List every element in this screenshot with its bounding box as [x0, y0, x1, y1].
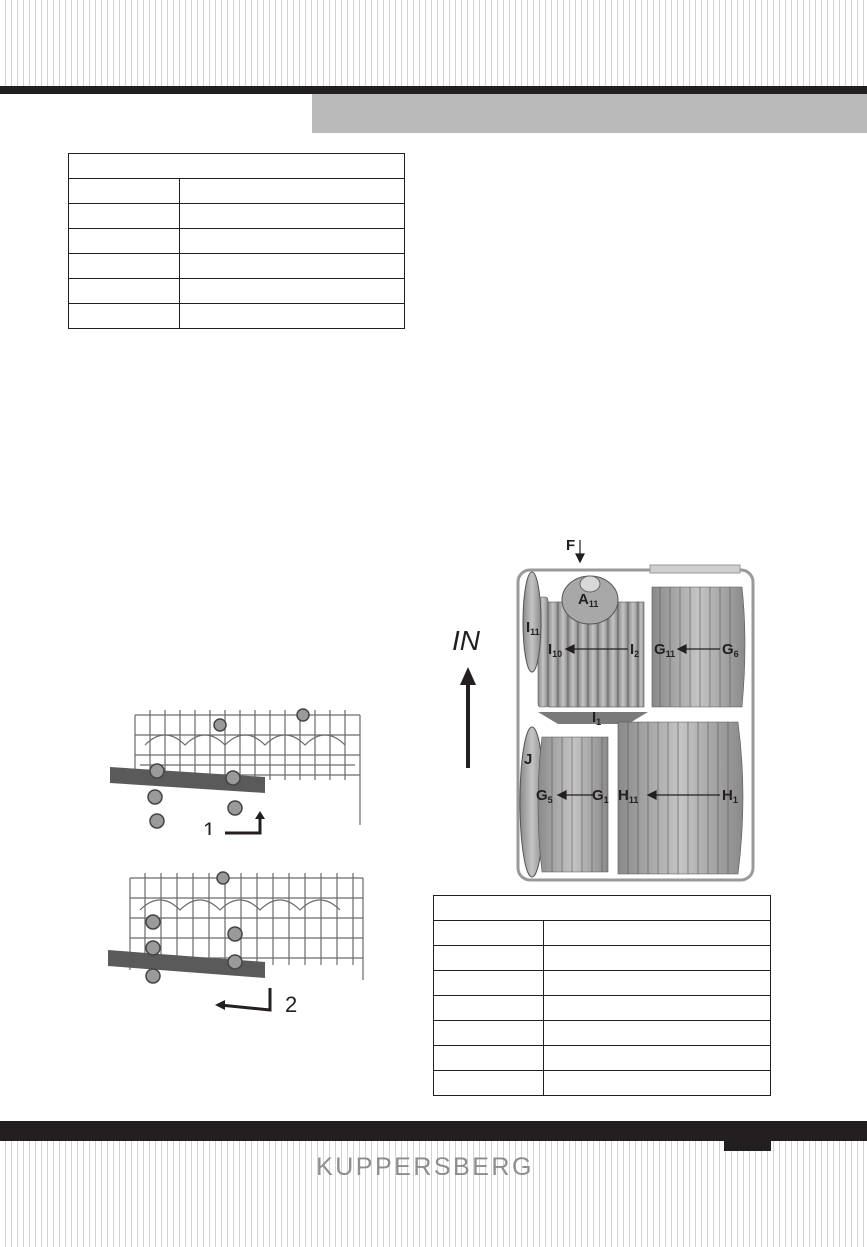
table-cell [543, 1070, 771, 1096]
table-row [433, 1020, 771, 1046]
table-header-cell [433, 895, 771, 921]
table-cell [543, 920, 771, 946]
table-cell [68, 253, 180, 279]
table-cell [543, 945, 771, 971]
table-cell [68, 228, 180, 254]
table-cell [68, 278, 180, 304]
page-number-tab [724, 1141, 771, 1151]
table-row [68, 253, 405, 279]
table-row [68, 278, 405, 304]
step2-label: 2 [285, 992, 297, 1017]
rack-step2-illustration: 2 [108, 871, 364, 1017]
table-row [68, 303, 405, 329]
label-A11: A11 [578, 591, 598, 609]
table-cell [433, 920, 544, 946]
table-header-row [68, 153, 405, 179]
table-cell [179, 303, 405, 329]
table-row [68, 178, 405, 204]
table-cell [543, 1020, 771, 1046]
table-header-row [433, 895, 771, 921]
table-cell [433, 1020, 544, 1046]
table-cell [433, 945, 544, 971]
upper-table [68, 153, 405, 329]
table-row [433, 1045, 771, 1071]
in-arrow-icon [460, 667, 476, 768]
table-cell [179, 253, 405, 279]
table-cell [543, 1045, 771, 1071]
table-row [68, 228, 405, 254]
label-H1: H1 [722, 787, 738, 805]
table-cell [179, 178, 405, 204]
label-G1: G1 [592, 787, 609, 805]
header-bar [0, 86, 867, 94]
table-row [433, 945, 771, 971]
footer-stripe-pattern [0, 1141, 867, 1247]
brand-logo: KUPPERSBERG [316, 1153, 534, 1181]
direction-label: IN [452, 625, 480, 656]
table-cell [543, 995, 771, 1021]
label-G6: G6 [722, 641, 739, 659]
table-header-cell [68, 153, 405, 179]
table-cell [68, 203, 180, 229]
table-row [433, 995, 771, 1021]
table-row [68, 203, 405, 229]
label-I1: I1 [592, 709, 601, 727]
label-G11: G11 [654, 641, 675, 659]
label-H11: H11 [618, 787, 638, 805]
table-cell [179, 203, 405, 229]
label-I10: I10 [548, 641, 562, 659]
label-I11: I11 [526, 619, 540, 637]
section-header-band [312, 94, 867, 133]
label-F: F [566, 537, 575, 554]
table-cell [179, 228, 405, 254]
loading-diagram: F A11 I11 I10 I2 G11 G6 I1 J G5 G1 H11 H… [516, 537, 755, 882]
table-cell [433, 995, 544, 1021]
table-cell [68, 178, 180, 204]
table-cell [433, 1070, 544, 1096]
table-cell [68, 303, 180, 329]
step1-label: 1 [203, 818, 215, 835]
label-G5: G5 [536, 787, 553, 805]
table-cell [543, 970, 771, 996]
table-cell [179, 278, 405, 304]
table-row [433, 920, 771, 946]
table-row [433, 970, 771, 996]
table-cell [433, 1045, 544, 1071]
header-stripe-pattern [0, 0, 867, 86]
table-cell [433, 970, 544, 996]
footer-bar [0, 1121, 867, 1141]
table-row [433, 1070, 771, 1096]
label-I2: I2 [630, 641, 639, 659]
rack-step1-illustration: 1 [110, 708, 361, 835]
lower-table [433, 895, 771, 1096]
label-J: J [524, 751, 532, 768]
